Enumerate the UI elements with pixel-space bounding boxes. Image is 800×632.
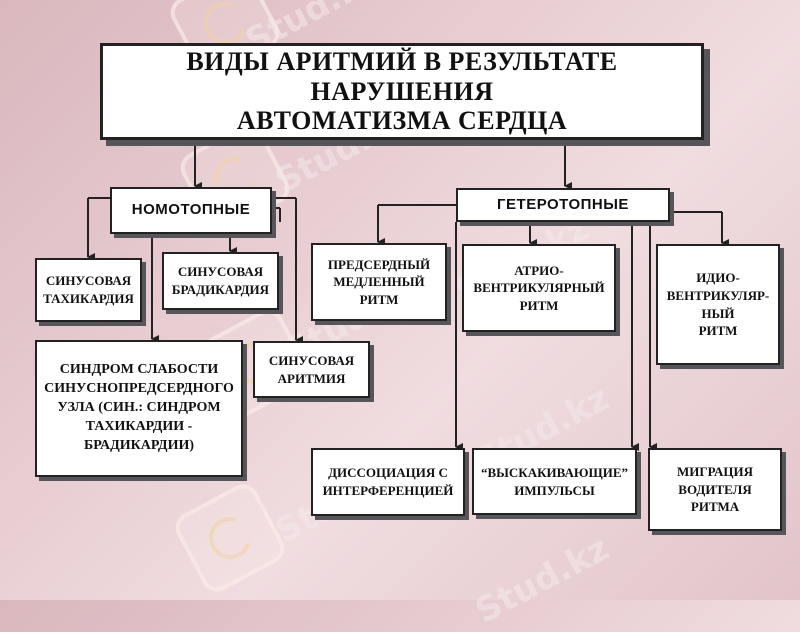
- connector-lines: [87, 140, 729, 451]
- box-av-rhythm: АТРИО- ВЕНТРИКУЛЯРНЫЙ РИТМ: [462, 244, 616, 332]
- branch-nomotopic: НОМОТОПНЫЕ: [110, 187, 272, 234]
- box-sinus-bradycardia: СИНУСОВАЯ БРАДИКАРДИЯ: [162, 252, 279, 310]
- box-pacemaker-migration: МИГРАЦИЯ ВОДИТЕЛЯ РИТМА: [648, 448, 782, 531]
- box-sick-sinus-syndrome: СИНДРОМ СЛАБОСТИ СИНУСНОПРЕДСЕРДНОГО УЗЛ…: [35, 340, 243, 477]
- box-escape-impulses: “ВЫСКАКИВАЮЩИЕ” ИМПУЛЬСЫ: [472, 448, 637, 515]
- branch-heterotopic: ГЕТЕРОТОПНЫЕ: [456, 188, 670, 222]
- box-sinus-arrhythmia: СИНУСОВАЯ АРИТМИЯ: [253, 341, 370, 398]
- box-dissociation-interference: ДИССОЦИАЦИЯ С ИНТЕРФЕРЕНЦИЕЙ: [311, 448, 465, 516]
- box-sinus-tachycardia: СИНУСОВАЯ ТАХИКАРДИЯ: [35, 258, 142, 322]
- box-idioventricular-rhythm: ИДИО- ВЕНТРИКУЛЯР- НЫЙ РИТМ: [656, 244, 780, 365]
- diagram-title: ВИДЫ АРИТМИЙ В РЕЗУЛЬТАТЕ НАРУШЕНИЯ АВТО…: [100, 43, 704, 140]
- box-atrial-slow-rhythm: ПРЕДСЕРДНЫЙ МЕДЛЕННЫЙ РИТМ: [311, 243, 447, 321]
